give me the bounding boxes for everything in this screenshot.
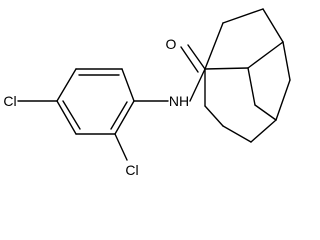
bond	[262, 8, 284, 43]
chlorine-ortho-label: Cl	[125, 162, 138, 178]
aryl-ring	[56, 68, 135, 135]
bond	[204, 105, 224, 127]
bond	[189, 68, 206, 102]
tricyclic-cage	[204, 8, 291, 143]
bond	[62, 100, 81, 130]
nh-label: NH	[169, 93, 189, 109]
chlorine-para-label: Cl	[3, 93, 16, 109]
bond	[282, 41, 291, 81]
oxygen-label: O	[166, 36, 177, 52]
bond	[56, 100, 77, 135]
bond	[110, 101, 128, 130]
bond	[204, 67, 249, 70]
bond	[204, 22, 224, 70]
bond	[114, 133, 128, 161]
bond	[222, 8, 264, 24]
bond	[254, 104, 277, 121]
bond	[247, 67, 256, 106]
bond	[180, 46, 199, 73]
bond	[114, 100, 135, 135]
molecule-structure: O NH Cl Cl	[3, 8, 291, 178]
bond	[121, 68, 135, 102]
bond	[275, 79, 291, 121]
bond	[56, 68, 77, 102]
bond	[222, 125, 252, 143]
bond	[250, 119, 277, 143]
bond	[187, 44, 206, 70]
bond	[247, 41, 284, 69]
